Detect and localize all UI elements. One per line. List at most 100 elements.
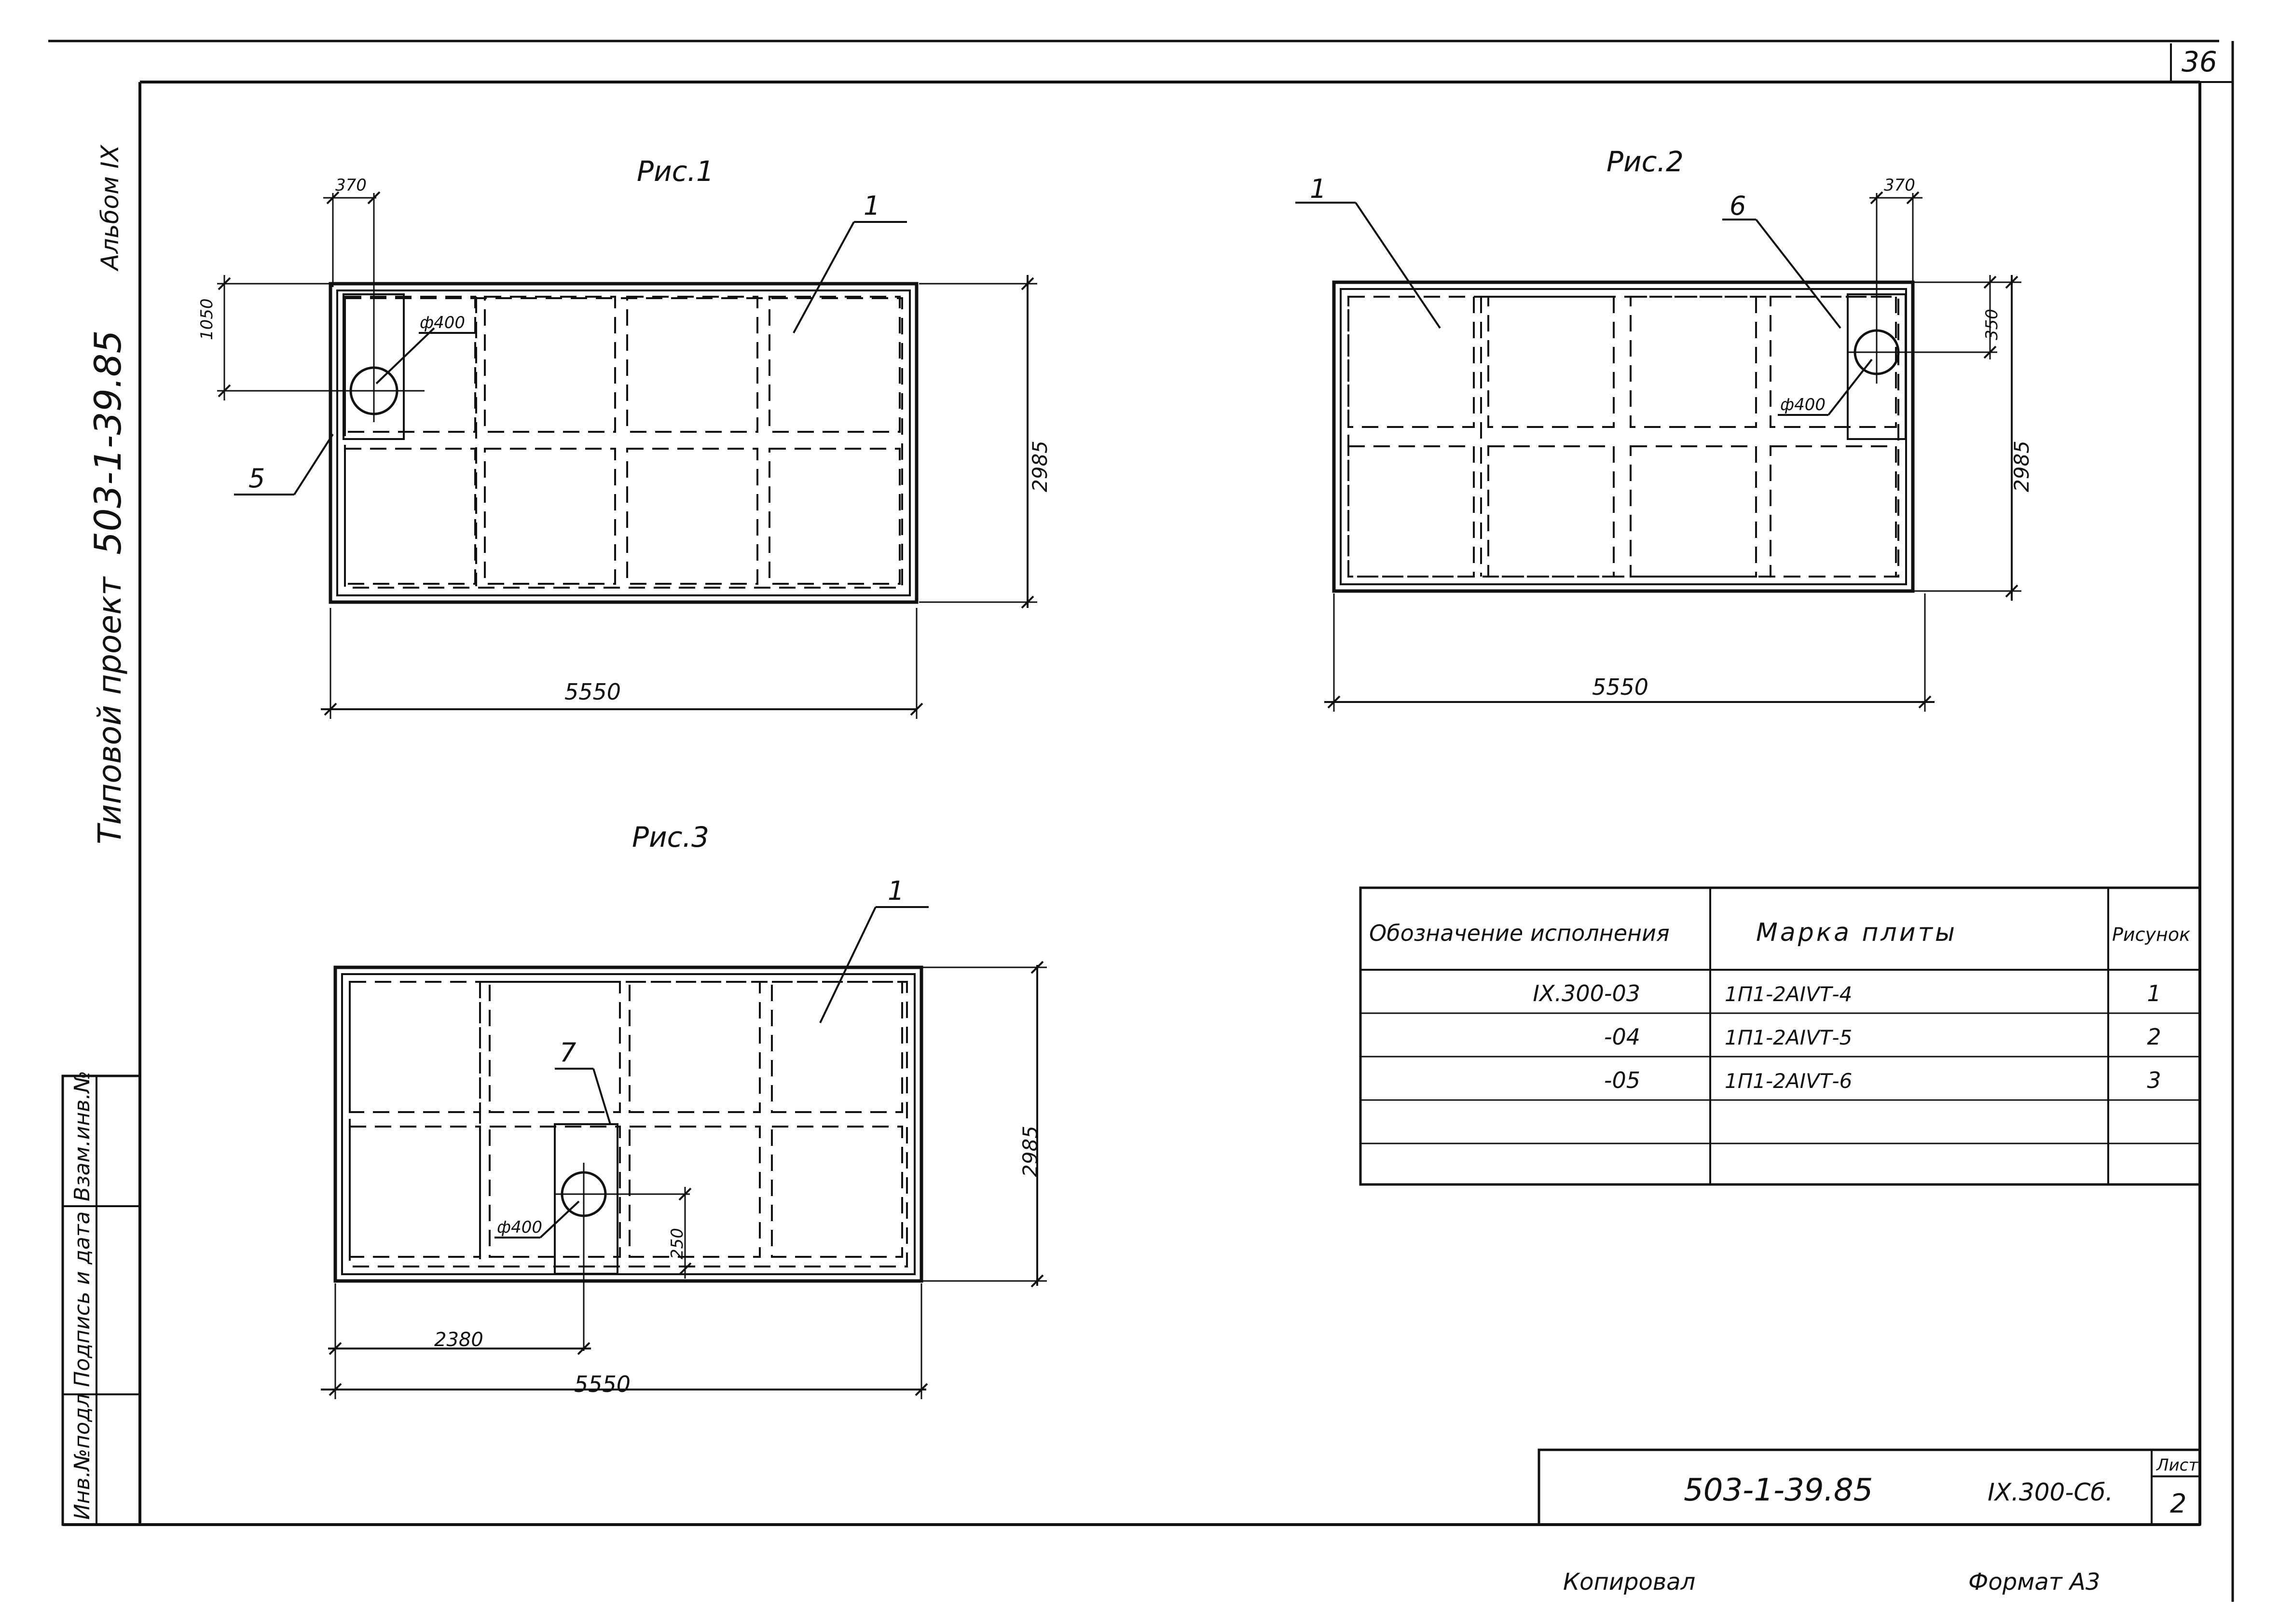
table-row-1-designation: IX.300-03	[1533, 980, 1640, 1006]
dimension-tick	[218, 384, 231, 398]
plate-inner-outline	[341, 973, 916, 1275]
table-header-plate-mark: Марка плиты	[1756, 918, 1957, 947]
stamp-replaced-inv: Взам.инв.№	[70, 1071, 95, 1201]
hole-leader	[375, 327, 435, 385]
rib-cell	[344, 448, 476, 585]
rib-cell	[1630, 296, 1757, 428]
table-header-designation: Обозначение исполнения	[1369, 920, 1670, 946]
side-title-code: 503-1-39.85	[86, 330, 129, 555]
table-row-2-designation: -04	[1604, 1024, 1640, 1050]
dimension-tick	[1983, 345, 1997, 359]
dimension-tick	[329, 1383, 342, 1396]
dimension-tick	[1870, 191, 1883, 205]
rib-cell	[484, 296, 616, 433]
dimension-tick	[1021, 595, 1034, 609]
dimension-tick	[218, 277, 231, 290]
hole-leader	[1827, 358, 1873, 416]
rib-cell	[769, 448, 901, 585]
rib-cell	[1770, 445, 1897, 578]
plate-inner-outline	[336, 289, 911, 596]
figure-1-hole-label: ф400	[420, 313, 465, 332]
rib-cell	[344, 296, 476, 433]
table-row-2-mark: 1П1-2АIVТ-5	[1725, 1026, 1852, 1049]
rib-cell	[349, 981, 481, 1113]
rib-cell	[629, 1126, 761, 1258]
table-row-3-figure: 3	[2147, 1067, 2161, 1093]
dimension-tick	[324, 702, 337, 716]
table-row-1-figure: 1	[2147, 980, 2161, 1006]
table-row-3-designation: -05	[1604, 1067, 1640, 1093]
figure-1-title: Рис.1	[637, 155, 714, 188]
dimension-tick	[678, 1187, 692, 1201]
rib-cell	[1487, 445, 1615, 578]
rib-cell	[771, 981, 903, 1113]
figure-3-dim-hole-x: 2380	[434, 1329, 483, 1351]
plate-outline	[1332, 280, 1915, 593]
figure-1-dim-height: 2985	[1028, 440, 1052, 492]
figure-3-hole-label: ф400	[497, 1218, 542, 1237]
dimension-tick	[1983, 275, 1997, 289]
figure-2-hole-label: ф400	[1780, 395, 1826, 414]
figure-3-dim-width: 5550	[574, 1371, 631, 1397]
rib-cell	[1347, 445, 1475, 578]
spec-table	[1359, 886, 2201, 1186]
callout-leader	[1755, 219, 1841, 329]
format-label: Формат А3	[1968, 1569, 2100, 1596]
dimension-tick	[1906, 191, 1920, 205]
rib-cell	[1630, 445, 1757, 578]
rib-cell	[489, 981, 621, 1113]
figure-3-callout-element: 7	[560, 1037, 576, 1068]
dimension-tick	[1918, 695, 1932, 709]
hole-leader	[539, 1200, 580, 1239]
opening-frame	[554, 1123, 618, 1275]
figure-2-dim-hole-x: 370	[1884, 176, 1915, 195]
figure-2-dim-height: 2985	[2010, 440, 2033, 492]
plate-rib-contour	[349, 981, 908, 1267]
rib-cell	[1347, 296, 1475, 428]
callout-leader	[819, 907, 877, 1023]
figure-1-callout-plate: 1	[864, 191, 880, 221]
figure-3	[321, 906, 1047, 1399]
callout-leader	[293, 433, 334, 495]
dimension-tick	[915, 1383, 928, 1396]
figure-2-title: Рис.2	[1606, 145, 1684, 178]
side-title-project: Типовой проект	[91, 576, 128, 844]
copied-label: Копировал	[1563, 1569, 1695, 1596]
callout-leader	[1355, 202, 1441, 329]
stamp-inv-no: Инв.№подл	[70, 1393, 95, 1520]
callout-leader	[592, 1068, 611, 1125]
dimension-tick	[678, 1262, 692, 1276]
figure-2-dim-width: 5550	[1592, 674, 1648, 700]
figure-1-callout-element: 5	[248, 463, 265, 494]
figure-2-dim-hole-y: 350	[1982, 309, 2002, 340]
figure-2-callout-plate: 1	[1310, 174, 1326, 204]
rib-cell	[484, 448, 616, 585]
plate-outline	[329, 282, 919, 604]
title-block-sheet-number: 2	[2170, 1488, 2186, 1519]
figure-2	[1295, 191, 2021, 712]
rib-cell	[629, 981, 761, 1113]
dimension-tick	[2005, 275, 2018, 289]
table-header-figure: Рисунок	[2112, 924, 2190, 945]
plate-inner-outline	[1340, 288, 1907, 585]
figure-1	[217, 191, 1037, 719]
plate-outline	[333, 965, 923, 1283]
page-number: 36	[2182, 45, 2217, 78]
dimension-tick	[910, 702, 923, 716]
side-title-album: Альбом IX	[96, 144, 124, 272]
table-row-3-mark: 1П1-2АIVТ-6	[1725, 1069, 1852, 1093]
callout-leader	[793, 221, 855, 333]
dimension-tick	[577, 1342, 590, 1355]
rib-cell	[626, 296, 758, 433]
dimension-tick	[367, 191, 381, 205]
stamp-signature-date: Подпись и дата	[70, 1211, 95, 1387]
table-row-1-mark: 1П1-2АIVТ-4	[1725, 982, 1852, 1006]
dimension-tick	[2005, 584, 2018, 598]
title-block	[1538, 1448, 2201, 1526]
figure-1-dim-hole-x: 370	[335, 176, 367, 195]
figure-3-callout-plate: 1	[888, 876, 904, 906]
sheet-frame	[48, 40, 2234, 1602]
table-row-2-figure: 2	[2147, 1024, 2161, 1050]
title-block-code: 503-1-39.85	[1684, 1473, 1873, 1508]
